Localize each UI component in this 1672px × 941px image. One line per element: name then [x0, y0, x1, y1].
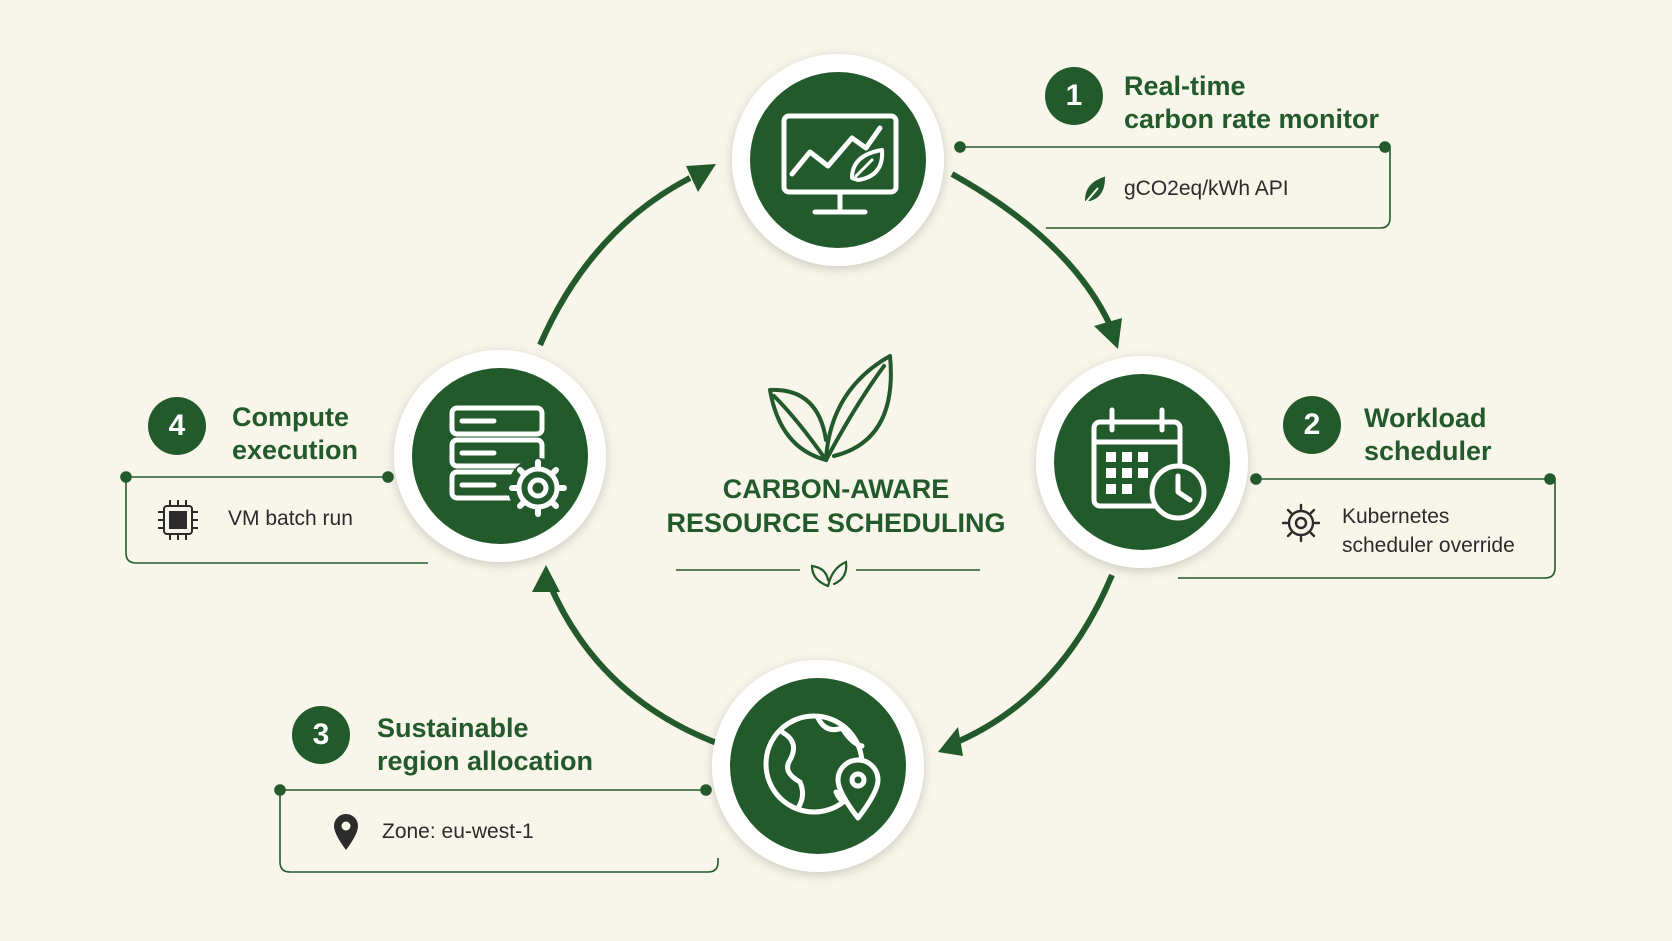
- cpu-chip-icon: [158, 500, 198, 540]
- leaf-icon: [1084, 176, 1106, 203]
- step-2-number: 2: [1283, 396, 1341, 454]
- step-1-title: Real-time carbon rate monitor: [1124, 70, 1379, 136]
- node-1-monitor: [732, 54, 944, 266]
- node-3-region: [712, 660, 924, 872]
- center-leaves-icon: [768, 354, 893, 462]
- step-3-title: Sustainable region allocation: [377, 712, 593, 778]
- step-2-title-line2: scheduler: [1364, 436, 1492, 466]
- arrow-2-to-3: [948, 573, 1115, 748]
- arrowhead-1: [686, 164, 716, 192]
- arrow-1-to-2: [950, 171, 1113, 327]
- step-4-title: Compute execution: [232, 401, 358, 467]
- center-title-line2: RESOURCE SCHEDULING: [666, 508, 1006, 538]
- step-4-title-line2: execution: [232, 435, 359, 465]
- calendar-clock-icon: [1091, 407, 1207, 521]
- arrowhead-3: [938, 727, 963, 756]
- callout-2: [1178, 473, 1556, 579]
- globe-location-icon: [763, 713, 881, 821]
- step-2-detail-line2: scheduler override: [1342, 534, 1515, 557]
- step-4-number: 4: [148, 397, 206, 455]
- monitor-chart-leaf-icon: [781, 113, 899, 215]
- step-3-number: 3: [292, 706, 350, 764]
- node-4-compute: [394, 350, 606, 562]
- center-title-line1: CARBON-AWARE: [722, 474, 950, 504]
- step-2-title: Workload scheduler: [1364, 402, 1492, 468]
- step-4-detail: VM batch run: [228, 507, 353, 530]
- small-leaf-icon: [810, 560, 848, 588]
- step-1-number: 1: [1045, 67, 1103, 125]
- center-title: CARBON-AWARE RESOURCE SCHEDULING: [636, 472, 1036, 540]
- callout-4: [120, 471, 428, 564]
- step-1-title-line1: Real-time: [1124, 71, 1246, 101]
- server-gear-icon: [449, 405, 568, 518]
- gear-icon: [1281, 503, 1321, 543]
- step-2-title-line1: Workload: [1364, 403, 1487, 433]
- calendar-days: [1106, 452, 1148, 494]
- arrowhead-4: [532, 565, 560, 592]
- step-2-detail-line1: Kubernetes: [1342, 505, 1450, 528]
- callout-1: [954, 141, 1391, 229]
- center-divider: [676, 560, 980, 588]
- step-3-detail: Zone: eu-west-1: [382, 820, 534, 843]
- callout-lines: [120, 141, 1556, 873]
- arrow-heads: [532, 164, 1122, 756]
- step-4-title-line1: Compute: [232, 402, 349, 432]
- step-2-detail: Kubernetes scheduler override: [1342, 502, 1515, 560]
- arrow-4-to-1: [537, 175, 692, 347]
- arrowhead-2: [1094, 318, 1122, 349]
- callout-3: [274, 784, 719, 873]
- node-2-scheduler: [1036, 356, 1248, 568]
- location-pin-icon: [334, 814, 358, 850]
- step-3-title-line2: region allocation: [377, 746, 594, 776]
- cycle-arrows: [537, 171, 1115, 748]
- step-3-title-line1: Sustainable: [377, 713, 529, 743]
- arrow-3-to-4: [547, 583, 724, 748]
- step-1-detail: gCO2eq/kWh API: [1124, 177, 1289, 200]
- step-1-title-line2: carbon rate monitor: [1124, 104, 1380, 134]
